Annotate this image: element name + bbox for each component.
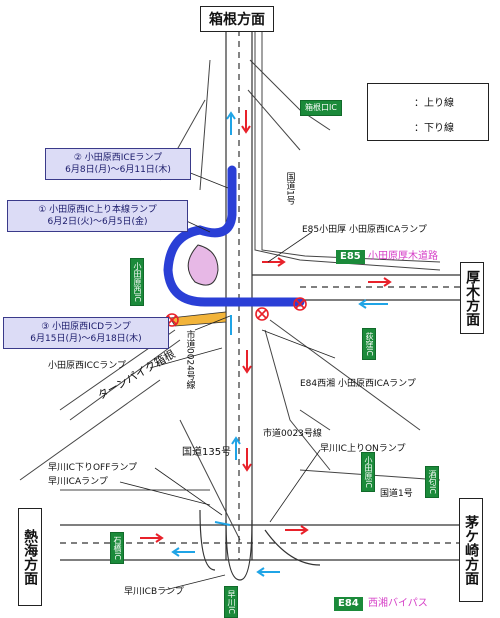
label-hayakawa-a: 早川ICAランプ <box>48 477 108 487</box>
label-kokudo1-right: 国道1号 <box>380 489 413 499</box>
label-shido-24: 市道0024号線 <box>184 330 195 389</box>
direction-chigasaki: 茅ケ崎方面 <box>459 498 484 602</box>
sign-ogikubo-ic: 荻窪IC <box>362 328 376 360</box>
sign-hayakawa-ic: 早川IC <box>224 586 238 618</box>
label-shido-23: 市道0023号線 <box>263 429 322 439</box>
e84-road <box>60 524 460 561</box>
route-e85-code: E85 <box>336 250 365 264</box>
label-hayakawa-b: 早川ICBランプ <box>124 587 184 597</box>
sign-odawaranishi-ic: 小田原西IC <box>130 258 144 306</box>
callout-e-dates: 6月8日(月)～6月11日(木) <box>65 165 171 176</box>
route-e84-name: 西湘バイパス <box>368 598 428 609</box>
label-e84-a-ramp: E84西湘 小田原西ICAランプ <box>300 379 416 389</box>
closed-mark <box>293 297 307 311</box>
interchange-loop <box>187 244 219 286</box>
callout-d-dates: 6月15日(月)～6月18日(木) <box>30 334 142 345</box>
sign-sakawa-ic: 酒匂IC <box>425 466 439 498</box>
callout-d-title: ③ 小田原西ICDランプ <box>41 322 131 332</box>
traffic-arrows <box>140 110 392 577</box>
closed-mark <box>255 307 269 321</box>
e85-road <box>252 274 460 301</box>
closure-d-ramp <box>169 311 227 327</box>
label-c-ramp: 小田原西ICCランプ <box>48 361 126 371</box>
label-hayakawa-off: 早川IC下りOFFランプ <box>48 463 138 473</box>
closure-e-ramp <box>163 165 305 307</box>
callout-main-title: ① 小田原西IC上り本線ランプ <box>38 205 157 215</box>
label-kokudo135: 国道135号 <box>182 447 232 458</box>
sign-odawara-ic: 小田原IC <box>361 452 375 492</box>
label-hayakawa-on: 早川IC上りONランプ <box>320 444 406 454</box>
direction-atsugi: 厚木方面 <box>460 262 485 334</box>
legend-down-label: ：下り線 <box>414 123 454 134</box>
label-kokudo1-top: 国道1号 <box>284 172 295 205</box>
sign-hakoneguchi-ic: 箱根口IC <box>300 100 342 116</box>
route-e85-name: 小田原厚木道路 <box>368 251 438 262</box>
route-e84-code: E84 <box>334 597 363 611</box>
legend-up-label: ：上り線 <box>414 98 454 109</box>
callout-main-ramp: ① 小田原西IC上り本線ランプ 6月2日(火)～6月5日(金) <box>7 200 188 233</box>
callout-e-ramp: ② 小田原西ICEランプ 6月8日(月)～6月11日(木) <box>45 148 191 181</box>
legend: ：上り線 ：下り線 <box>367 83 489 141</box>
callout-d-ramp: ③ 小田原西ICDランプ 6月15日(月)～6月18日(木) <box>3 317 169 350</box>
label-e85-a-ramp: E85小田厚 小田原西ICAランプ <box>302 225 427 235</box>
direction-atami: 熱海方面 <box>18 508 43 606</box>
direction-hakone: 箱根方面 <box>200 6 274 32</box>
hayakawa-loops <box>199 509 321 581</box>
national-route-1-road <box>225 30 253 560</box>
sign-ishibashi-ic: 石橋IC <box>110 532 124 564</box>
callout-e-title: ② 小田原西ICEランプ <box>73 153 163 163</box>
closed-marks <box>165 297 307 327</box>
callout-main-dates: 6月2日(火)～6月5日(金) <box>47 217 148 228</box>
